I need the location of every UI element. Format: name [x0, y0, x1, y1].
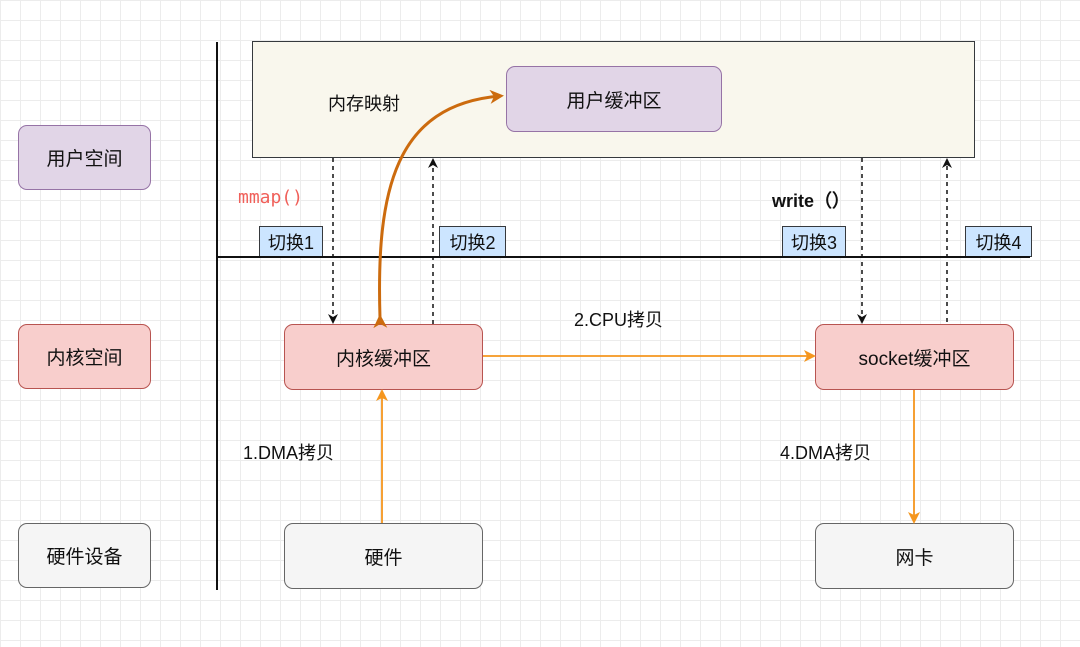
user-buffer-label: 用户缓冲区	[566, 90, 662, 112]
cpu-copy-2-label: 2.CPU拷贝	[574, 310, 664, 330]
socket-buffer-label: socket缓冲区	[858, 348, 971, 370]
lane-kernel-space: 内核空间	[18, 324, 151, 389]
switch-tag-4-label: 切换4	[975, 232, 1022, 253]
mmap-call-label: mmap()	[238, 187, 304, 208]
memory-mapping-arrow	[373, 89, 504, 329]
nic-box: 网卡	[815, 523, 1014, 589]
lane-user-space-label: 用户空间	[46, 149, 123, 170]
switch-tag-3-label: 切换3	[790, 232, 837, 253]
dma-copy-4-label: 4.DMA拷贝	[780, 443, 872, 463]
hardware-label: 硬件	[364, 547, 403, 569]
switch-tag-1-label: 切换1	[267, 232, 314, 253]
lane-hardware-device: 硬件设备	[18, 523, 151, 588]
nic-label: 网卡	[895, 547, 934, 569]
dma-copy-1-label: 1.DMA拷贝	[243, 443, 335, 463]
hardware-box: 硬件	[284, 523, 483, 589]
kernel-buffer-label: 内核缓冲区	[335, 348, 431, 370]
kernel-buffer: 内核缓冲区	[284, 324, 483, 390]
write-call-label: write（）	[772, 191, 851, 211]
lane-kernel-space-label: 内核空间	[46, 348, 123, 369]
lane-hardware-device-label: 硬件设备	[46, 547, 123, 568]
switch-tag-3: 切换3	[782, 226, 846, 257]
user-buffer: 用户缓冲区	[506, 66, 722, 132]
lane-user-space: 用户空间	[18, 125, 151, 190]
socket-buffer: socket缓冲区	[815, 324, 1014, 390]
